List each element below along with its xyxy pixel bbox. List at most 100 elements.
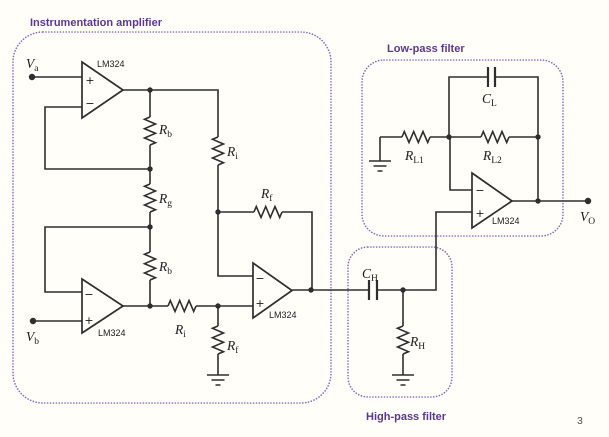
opamp-a1-plus-sign: +	[85, 74, 94, 87]
label-rl1: RL1	[404, 148, 424, 166]
label-rg-main: R	[158, 191, 168, 206]
opamp-a4-body	[471, 171, 514, 230]
instrumentation-amplifier-box	[12, 31, 332, 404]
wire-a2-feedback	[44, 226, 150, 293]
resistor-rb-top	[142, 116, 158, 146]
junction-dot	[215, 303, 221, 309]
junction-dot	[147, 87, 153, 93]
capacitor-cl	[486, 67, 497, 87]
label-va-sub: a	[34, 64, 39, 74]
resistor-rg	[142, 183, 158, 213]
opamp-a4-plus-sign: +	[475, 207, 484, 220]
label-ch: CH	[362, 266, 378, 284]
opamp-a2-part-label: LM324	[98, 328, 126, 338]
junction-dot	[147, 166, 153, 172]
label-rh: RH	[409, 334, 425, 352]
wire-a1-output-to-ri	[123, 89, 219, 212]
label-rf-vertical: Rf	[226, 338, 239, 356]
label-rb-bottom-main: R	[158, 259, 168, 274]
wire-rf-feedback	[218, 211, 313, 290]
instrumentation-amplifier-title: Instrumentation amplifier	[30, 17, 163, 29]
resistor-rl1	[401, 129, 431, 145]
label-ri-vertical: Ri	[226, 144, 238, 162]
junction-dot	[535, 134, 541, 140]
terminal-dot-vb	[29, 317, 37, 325]
label-cl-main: C	[482, 91, 492, 106]
ground-symbol-rh	[392, 374, 414, 386]
label-rh-sub: H	[418, 342, 425, 352]
high-pass-filter-box	[347, 246, 453, 398]
label-ri-vertical-sub: i	[235, 152, 238, 162]
opamp-a1-minus-sign: −	[85, 97, 94, 110]
label-rl1-sub: L1	[413, 156, 424, 166]
resistor-rh	[395, 325, 411, 355]
label-rb-bottom: Rb	[158, 259, 172, 277]
label-rf-horizontal: Rf	[260, 186, 273, 204]
label-ch-sub: H	[371, 274, 378, 284]
label-vo-sub: O	[588, 217, 595, 227]
junction-dot	[147, 224, 153, 230]
opamp-a2-minus-sign: −	[84, 288, 93, 301]
opamp-a2-plus-sign: +	[84, 314, 93, 327]
label-ch-main: C	[362, 266, 372, 281]
junction-dot	[308, 287, 314, 293]
junction-dot	[535, 198, 541, 204]
junction-dot	[400, 287, 406, 293]
opamp-a3-minus-sign: −	[255, 272, 264, 285]
label-vb: Vb	[26, 329, 39, 347]
low-pass-filter-box	[361, 59, 564, 237]
ground-symbol-lp	[369, 160, 391, 172]
label-rf-horizontal-main: R	[260, 186, 270, 201]
label-rl2-sub: L2	[491, 156, 502, 166]
label-va: Va	[26, 56, 39, 74]
label-vo: VO	[580, 209, 595, 227]
resistor-ri-vertical	[210, 136, 226, 166]
resistor-rb-bottom	[142, 251, 158, 281]
wire-a3-minus-input	[217, 212, 253, 277]
label-rl2-main: R	[482, 148, 492, 163]
ground-symbol-rf	[207, 374, 229, 386]
opamp-a3-part-label: LM324	[269, 310, 297, 320]
resistor-rf-vertical	[210, 325, 226, 355]
label-rh-main: R	[409, 334, 419, 349]
label-rf-horizontal-sub: f	[269, 193, 273, 204]
label-ri-horizontal-main: R	[174, 322, 184, 337]
opamp-a2-body	[81, 277, 125, 335]
wire-hp-to-a4-plus	[403, 211, 472, 291]
wire-a1-feedback	[44, 106, 150, 170]
opamp-a3-plus-sign: +	[255, 297, 264, 310]
wire-cl-loop	[448, 76, 539, 137]
resistor-rl2	[480, 129, 510, 145]
label-rg: Rg	[158, 191, 172, 209]
label-vb-main: V	[26, 329, 36, 344]
opamp-a4-part-label: LM324	[492, 216, 520, 226]
label-rb-bottom-sub: b	[167, 267, 172, 277]
label-ri-vertical-main: R	[226, 144, 236, 159]
opamp-a4-minus-sign: −	[475, 184, 484, 197]
label-ri-horizontal-sub: i	[183, 330, 186, 340]
label-rf-vertical-sub: f	[235, 345, 239, 356]
label-ri-horizontal: Ri	[174, 322, 186, 340]
capacitor-ch	[367, 280, 379, 300]
resistor-ri-horizontal	[167, 298, 197, 314]
label-rl1-main: R	[404, 148, 414, 163]
junction-dot	[147, 303, 153, 309]
resistor-rf-horizontal	[253, 204, 283, 220]
junction-dot	[215, 209, 221, 215]
label-rl2: RL2	[482, 148, 502, 166]
label-va-main: V	[26, 56, 36, 71]
page-number: 3	[577, 415, 583, 427]
label-rb-top-sub: b	[167, 130, 172, 140]
low-pass-filter-title: Low-pass filter	[387, 43, 465, 55]
label-cl-sub: L	[491, 99, 497, 109]
label-rb-top: Rb	[158, 122, 172, 140]
label-rf-vertical-main: R	[226, 338, 236, 353]
high-pass-filter-title: High-pass filter	[366, 411, 447, 423]
label-vo-main: V	[580, 209, 590, 224]
label-rb-top-main: R	[158, 122, 168, 137]
opamp-a1-body	[81, 60, 125, 120]
label-rg-sub: g	[167, 199, 172, 209]
terminal-dot-va	[28, 73, 36, 81]
